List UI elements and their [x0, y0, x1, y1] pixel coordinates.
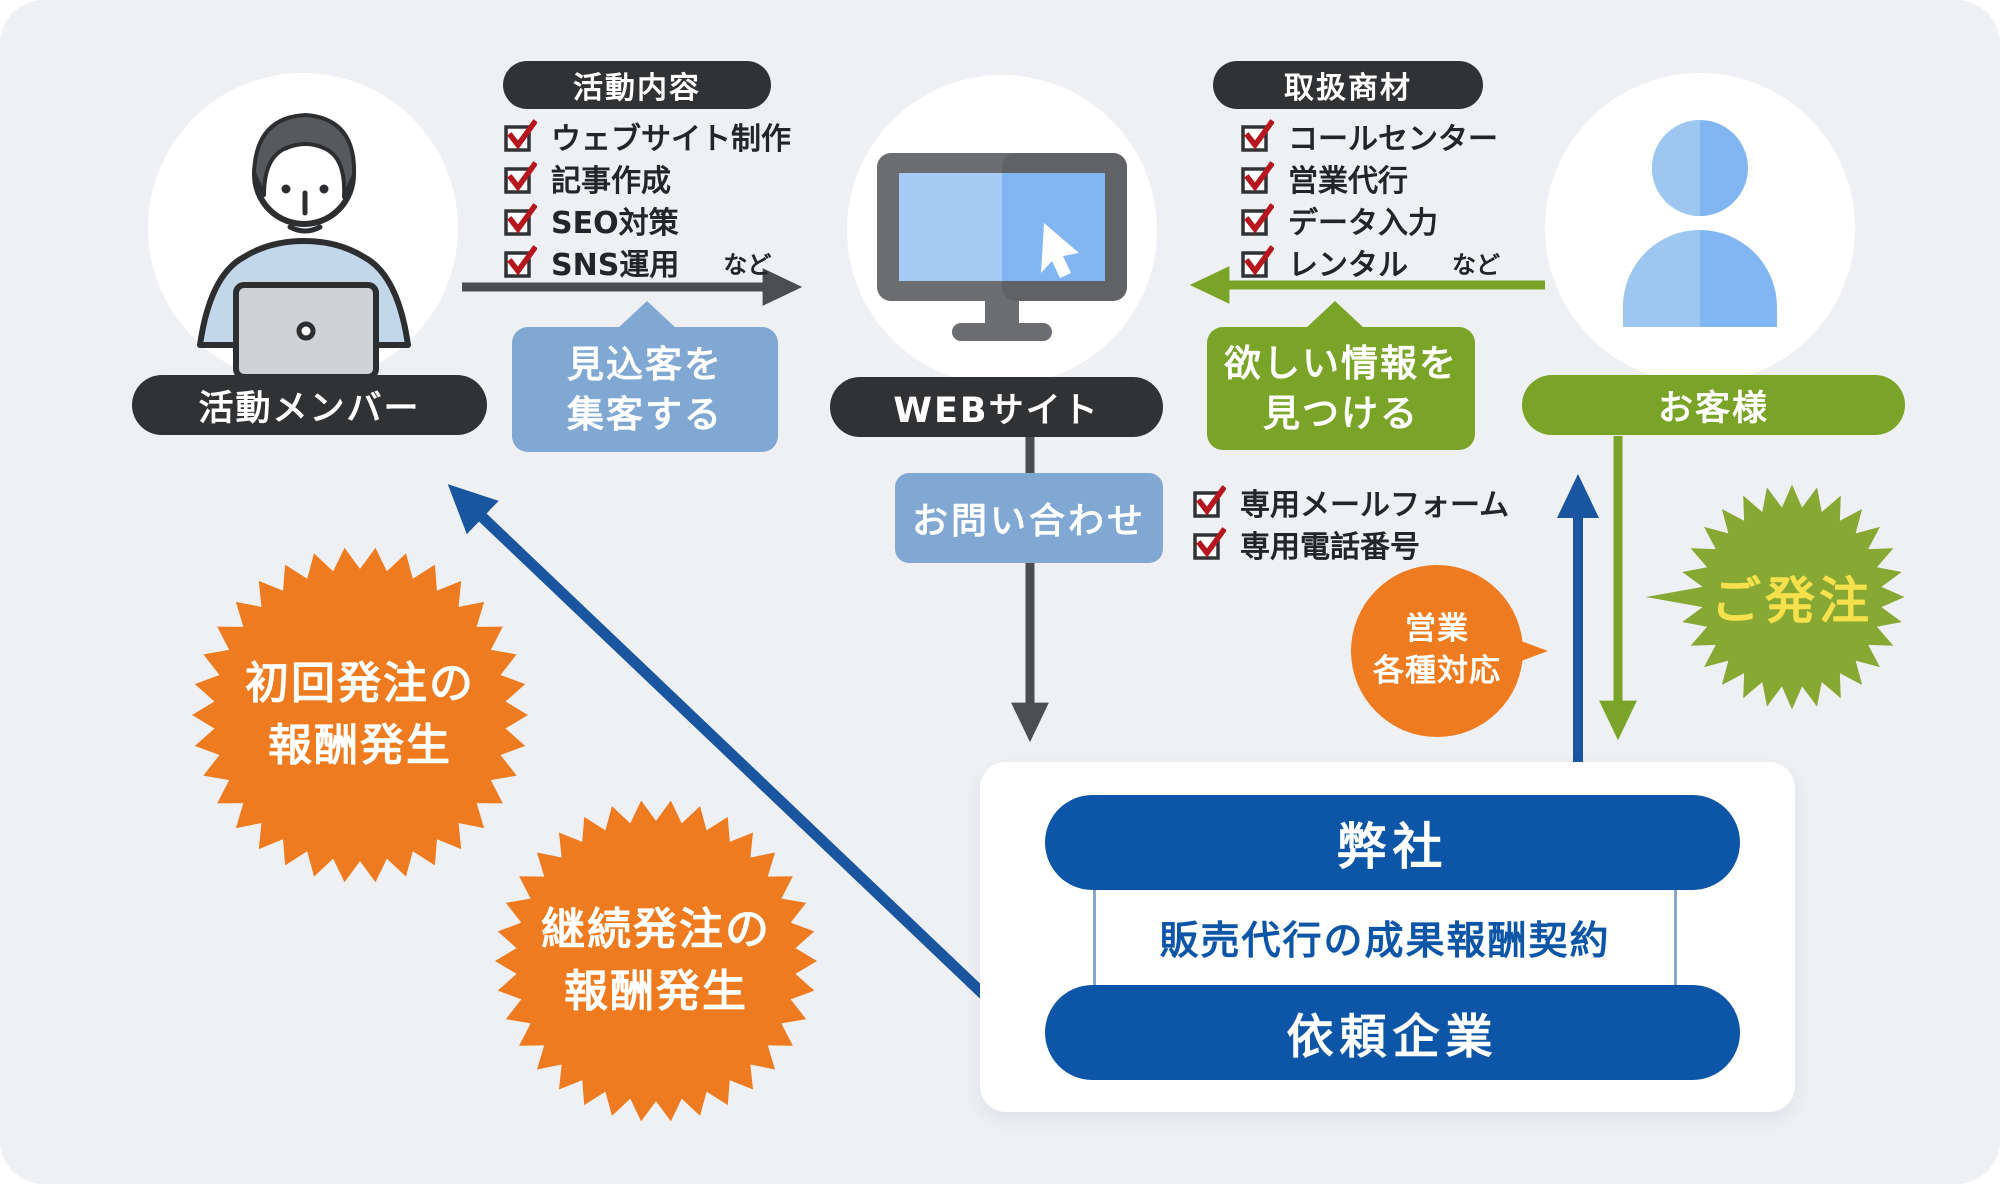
website-circle — [847, 75, 1157, 385]
attract-bubble: 見込客を 集客する — [512, 327, 778, 452]
reward-repeat-line2: 報酬発生 — [564, 966, 748, 1017]
sales-bubble-line2: 各種対応 — [1373, 653, 1501, 689]
person-at-laptop-icon — [197, 113, 411, 380]
activities-item-row: ウェブサイト制作 — [503, 116, 791, 157]
activities-etc: など — [723, 250, 772, 279]
member-label: 活動メンバー — [198, 388, 421, 429]
products-item: コールセンター — [1288, 122, 1498, 157]
contact-label: お問い合わせ — [911, 501, 1146, 542]
contact-item-row: 専用メールフォーム — [1192, 482, 1510, 523]
activities-item: SEO対策 — [551, 206, 679, 241]
checkbox-check-icon — [504, 245, 537, 278]
company-label: 弊社 — [1336, 817, 1449, 876]
attract-bubble-line1: 見込客を — [567, 342, 723, 386]
member-label-pill: 活動メンバー — [132, 375, 487, 435]
member-circle — [148, 73, 458, 383]
products-item: レンタル — [1288, 248, 1408, 283]
contact-item: 専用メールフォーム — [1240, 488, 1510, 523]
find-bubble: 欲しい情報を 見つける — [1207, 327, 1475, 450]
checkbox-check-icon — [1241, 203, 1274, 236]
activities-title-pill: 活動内容 — [503, 61, 771, 109]
contract-row: 販売代行の成果報酬契約 — [1093, 890, 1677, 985]
order-burst-label: ご発注 — [1711, 572, 1873, 630]
activities-item-row: SNS運用 など — [503, 242, 772, 283]
attract-bubble-pointer — [617, 301, 677, 329]
activities-title: 活動内容 — [573, 71, 701, 106]
products-item: 営業代行 — [1288, 164, 1408, 199]
sales-bubble: 営業 各種対応 — [1351, 565, 1523, 737]
activities-item-row: 記事作成 — [503, 158, 671, 199]
find-bubble-line1: 欲しい情報を — [1224, 341, 1458, 385]
customer-circle — [1545, 73, 1855, 383]
products-item-row: データ入力 — [1240, 200, 1438, 241]
find-bubble-line2: 見つける — [1263, 391, 1419, 435]
checkbox-check-icon — [1241, 161, 1274, 194]
products-item-row: 営業代行 — [1240, 158, 1408, 199]
reward-first-line1: 初回発注の — [245, 658, 475, 710]
products-item: データ入力 — [1288, 206, 1438, 241]
products-item-row: コールセンター — [1240, 116, 1498, 157]
contact-item: 専用電話番号 — [1240, 530, 1420, 565]
checkbox-check-icon — [1241, 245, 1274, 278]
checkbox-check-icon — [1193, 485, 1226, 518]
website-label: WEBサイト — [893, 390, 1100, 431]
contract-label: 販売代行の成果報酬契約 — [1159, 918, 1611, 964]
products-etc: など — [1452, 250, 1500, 279]
contact-item-row: 専用電話番号 — [1192, 524, 1420, 565]
checkbox-check-icon — [504, 161, 537, 194]
customer-label: お客様 — [1657, 388, 1769, 429]
activities-item: ウェブサイト制作 — [551, 122, 791, 157]
person-silhouette-icon — [1623, 120, 1777, 327]
activities-item: SNS運用 — [551, 248, 680, 283]
checkbox-check-icon — [1241, 119, 1274, 152]
products-title: 取扱商材 — [1284, 71, 1412, 106]
client-label: 依頼企業 — [1286, 1010, 1499, 1065]
customer-label-pill: お客様 — [1522, 375, 1905, 435]
products-title-pill: 取扱商材 — [1213, 61, 1483, 109]
find-bubble-pointer — [1305, 301, 1365, 329]
checkbox-check-icon — [504, 203, 537, 236]
contact-box: お問い合わせ — [895, 473, 1163, 563]
reward-repeat-line1: 継続発注の — [541, 904, 771, 956]
attract-bubble-line2: 集客する — [567, 392, 723, 436]
reward-first-line2: 報酬発生 — [268, 720, 452, 771]
activities-item-row: SEO対策 — [503, 200, 679, 241]
company-pill: 弊社 — [1045, 795, 1740, 890]
sales-bubble-line1: 営業 — [1405, 611, 1469, 648]
company-contract-box: 弊社 販売代行の成果報酬契約 依頼企業 — [980, 762, 1795, 1112]
products-item-row: レンタル など — [1240, 242, 1500, 283]
activities-item: 記事作成 — [551, 164, 671, 199]
monitor-cursor-icon — [877, 153, 1127, 341]
website-label-pill: WEBサイト — [830, 377, 1163, 437]
checkbox-check-icon — [1193, 527, 1226, 560]
client-pill: 依頼企業 — [1045, 985, 1740, 1080]
checkbox-check-icon — [504, 119, 537, 152]
